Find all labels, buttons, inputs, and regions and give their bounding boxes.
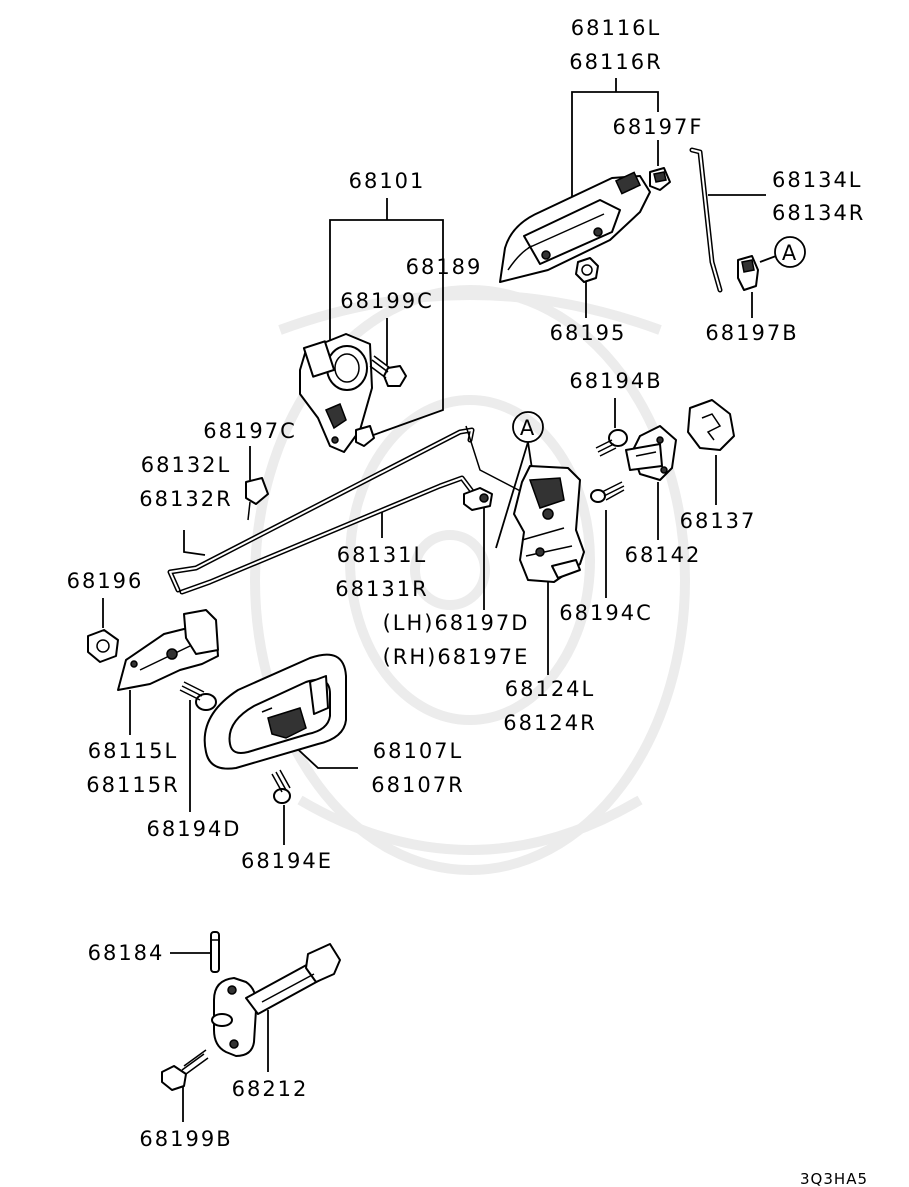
shim-68137-part	[687, 399, 735, 451]
label-68101: 68101	[349, 169, 426, 193]
label-68197f: 68197F	[613, 115, 704, 139]
label-68115l: 68115L	[88, 739, 179, 763]
label-68131l: 68131L	[337, 543, 428, 567]
label-68184: 68184	[88, 941, 165, 965]
screw-68194c-part	[590, 481, 625, 503]
nut-68196-part	[87, 629, 119, 663]
label-68199c: 68199C	[340, 289, 433, 313]
rod-68134-part	[689, 147, 723, 293]
label-68142: 68142	[625, 543, 702, 567]
striker-68142-part	[625, 425, 677, 481]
pin-68184-part	[210, 931, 220, 973]
screw-68194d-part	[179, 681, 217, 711]
label-68134r: 68134R	[772, 201, 865, 225]
label-68197e: (RH)68197E	[383, 645, 530, 669]
label-68196: 68196	[67, 569, 144, 593]
diagram-code: 3Q3HA5	[800, 1170, 868, 1187]
rod-68131-part	[179, 425, 531, 595]
door-latch-part	[513, 465, 585, 583]
label-68115r: 68115R	[86, 773, 179, 797]
label-68197d: (LH)68197D	[383, 611, 530, 635]
inside-handle-bracket-part	[117, 609, 219, 691]
inside-handle-bezel-part	[203, 653, 347, 770]
leader-lines	[102, 78, 777, 1122]
label-68132l: 68132L	[141, 453, 232, 477]
clip-68197b-part	[737, 255, 759, 291]
clip-68197c-part	[245, 477, 269, 521]
reference-marker-top-label: A	[782, 241, 798, 265]
label-68194b: 68194B	[569, 369, 662, 393]
label-68195: 68195	[550, 321, 627, 345]
label-68107r: 68107R	[371, 773, 464, 797]
label-68199b: 68199B	[139, 1127, 232, 1151]
lock-actuator-part	[299, 333, 373, 453]
screw-68194e-part	[271, 769, 291, 804]
reference-marker-top: A	[774, 236, 806, 268]
reference-marker-latch-label: A	[520, 416, 536, 440]
label-68132r: 68132R	[139, 487, 232, 511]
label-68194e: 68194E	[241, 849, 333, 873]
label-68189: 68189	[406, 255, 483, 279]
bolt-68199b-part	[161, 1049, 209, 1091]
bolt-68199c-part	[369, 355, 407, 387]
label-68107l: 68107L	[373, 739, 464, 763]
label-68212: 68212	[232, 1077, 309, 1101]
label-68131r: 68131R	[335, 577, 428, 601]
label-68194c: 68194C	[559, 601, 652, 625]
reference-marker-latch: A	[512, 411, 544, 443]
label-68124l: 68124L	[505, 677, 596, 701]
nut-68195-part	[575, 257, 599, 283]
clip-68197f-part	[649, 167, 671, 191]
label-68134l: 68134L	[772, 168, 863, 192]
part-labels: 68116L 68116R 68197F 68134L 68134R 68101…	[67, 16, 868, 1187]
label-68116l: 68116L	[571, 16, 662, 40]
screw-68194b-part	[595, 429, 628, 457]
clip-68197d-part	[463, 487, 493, 511]
label-68194d: 68194D	[147, 817, 242, 841]
label-68197b: 68197B	[705, 321, 798, 345]
clip-68189-part	[355, 425, 375, 447]
rod-68132-part	[167, 427, 475, 593]
label-68124r: 68124R	[503, 711, 596, 735]
label-68197c: 68197C	[203, 419, 296, 443]
door-check-part	[211, 943, 341, 1057]
outside-door-handle-part	[499, 171, 651, 283]
label-68137: 68137	[680, 509, 757, 533]
label-68116r: 68116R	[569, 50, 662, 74]
